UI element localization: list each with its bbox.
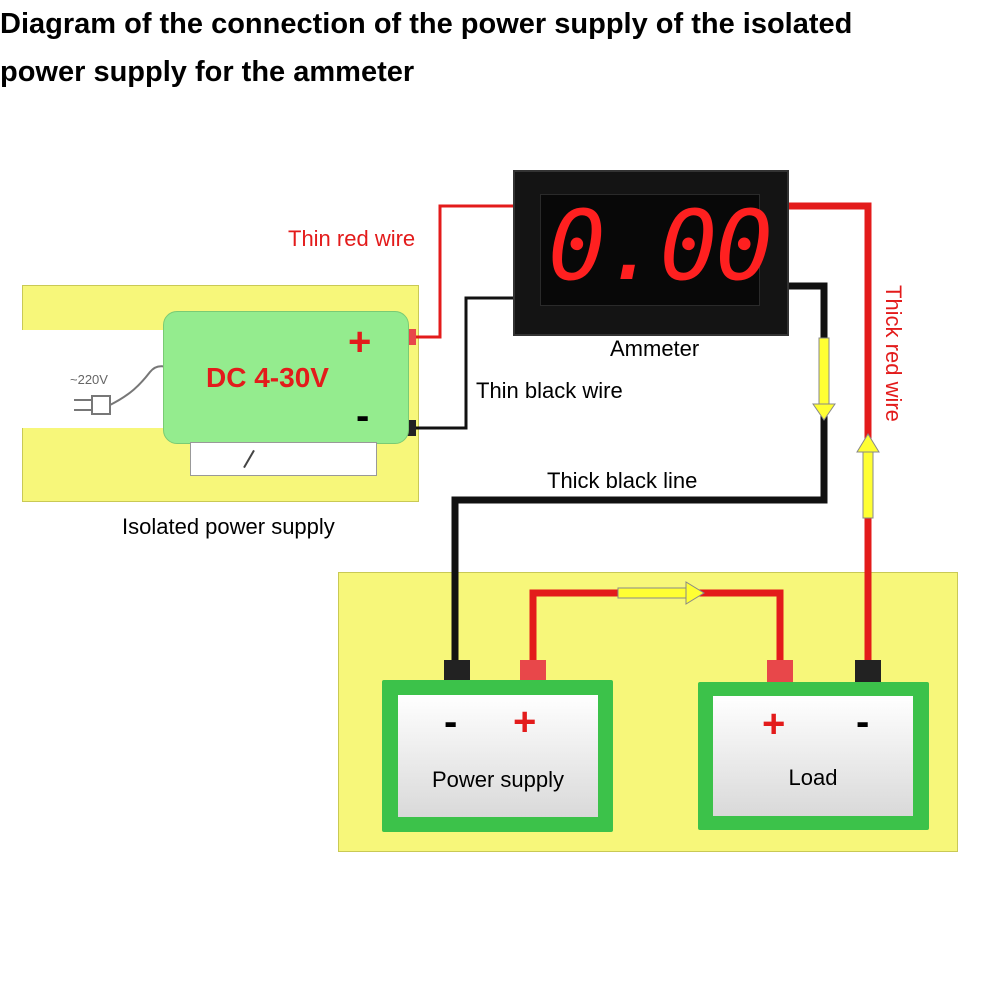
ammeter-label: Ammeter [610,336,700,361]
power-supply-face [398,695,598,817]
plug-icon [74,365,169,415]
load-minus-sign: - [856,700,870,744]
load-minus-terminal [855,660,881,682]
thin-black-wire-label: Thin black wire [476,378,623,403]
mains-label: ~220V [70,372,108,387]
supply-base-plate [190,442,377,476]
up-arrow-red-wire [856,433,880,519]
supply-plus-sign: + [348,320,372,364]
right-arrow-top-wire [617,581,705,605]
down-arrow-black-wire [812,337,836,421]
power-supply-minus-sign: - [444,700,458,744]
load-plus-terminal [767,660,793,682]
isolated-supply-caption: Isolated power supply [122,514,335,539]
power-supply-minus-terminal [444,660,470,682]
supply-to-load-wire [529,589,784,662]
load-label: Load [788,765,838,790]
load-plus-sign: + [762,702,786,746]
power-supply-plus-sign: + [513,700,537,744]
thick-red-wire-label: Thick red wire [881,285,906,422]
ammeter-bezel [540,194,760,306]
thick-black-line-label: Thick black line [547,468,698,493]
thin-red-wire-label: Thin red wire [288,226,416,251]
thin-black-wire [412,296,515,430]
load-face [713,696,913,816]
power-supply-label: Power supply [431,767,565,792]
isolated-supply-box [163,311,409,444]
voltage-label: DC 4-30V [206,362,329,393]
ammeter-display: 0.00 [548,190,773,302]
power-supply-plus-terminal [520,660,546,682]
diagram-title: Diagram of the connection of the power s… [0,8,853,88]
supply-minus-sign: - [356,394,370,438]
thick-black-wire [451,282,828,662]
thin-red-wire [412,204,515,339]
